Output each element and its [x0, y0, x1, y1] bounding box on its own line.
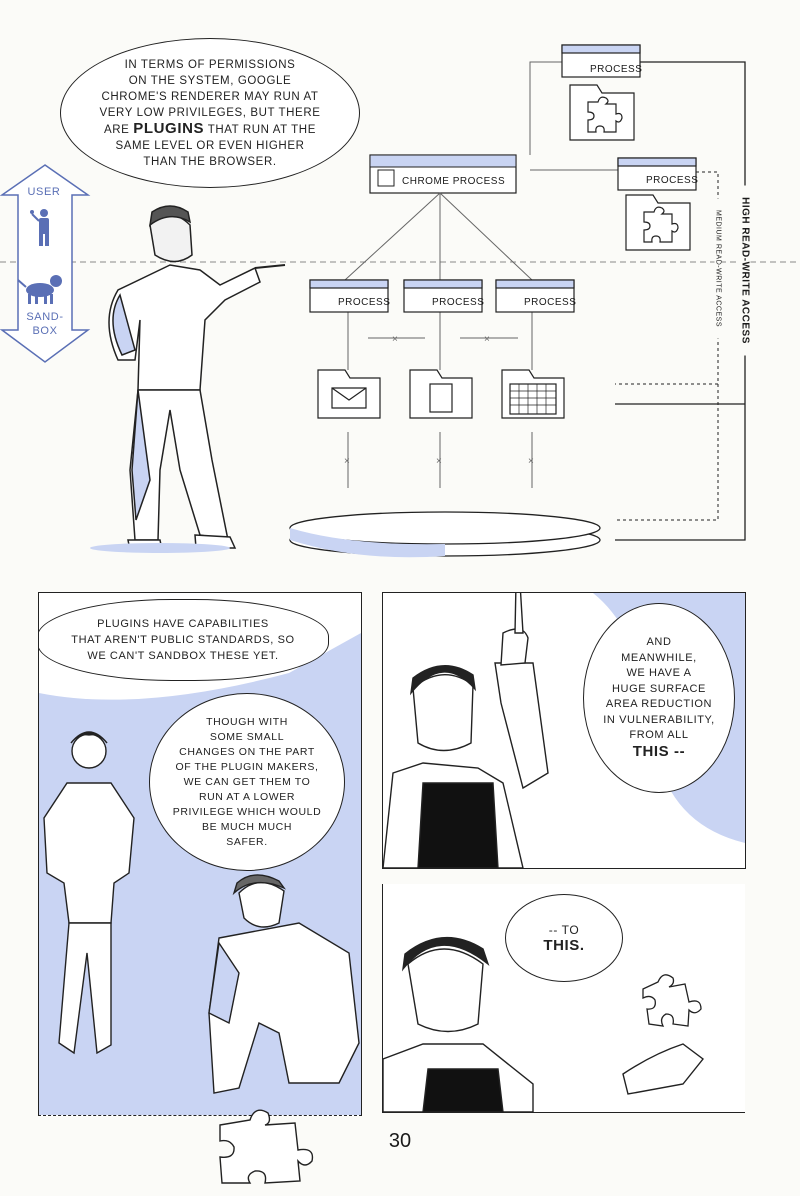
- medium-access-label: Medium read-write access: [714, 198, 722, 339]
- process-label-2: Process: [432, 297, 485, 308]
- dog-icon: [17, 275, 62, 304]
- sandbox-label: Sand-box: [26, 311, 64, 337]
- connection-lines: [344, 61, 620, 370]
- chrome-process-window: [369, 154, 517, 194]
- calendar-grid: [510, 384, 556, 414]
- man-kneeling-figure: [208, 874, 360, 1094]
- speech-bubble-permissions: In terms of permissions on the system, G…: [60, 38, 360, 188]
- process-label-1: Process: [338, 297, 391, 308]
- panel-plugins: Plugins have capabilities that aren't pu…: [38, 592, 362, 1116]
- puzzle-icons: [587, 96, 679, 243]
- man-standing-figure: [43, 731, 135, 1055]
- speech-bubble-changes: Though with some small changes on the pa…: [149, 693, 345, 871]
- x-marks: × × × × ×: [344, 334, 534, 467]
- floating-puzzle-icon: [642, 974, 702, 1027]
- panel-to-this: -- to this.: [382, 884, 745, 1113]
- svg-text:×: ×: [436, 456, 442, 467]
- process-label-5: Process: [646, 175, 699, 186]
- speech-bubble-meanwhile: And meanwhile, we have a huge surface ar…: [583, 603, 735, 793]
- privilege-arrow: [0, 164, 91, 363]
- man-raising-finger-figure: [383, 593, 549, 868]
- user-icon: [30, 209, 49, 246]
- user-label: User: [27, 186, 61, 198]
- puzzle-piece-floor: [219, 1109, 314, 1184]
- man-pointing-figure: [90, 205, 286, 553]
- blocked-arrows: [347, 337, 533, 488]
- top-diagram: × × × × ×: [0, 44, 800, 558]
- process-windows: [309, 44, 697, 313]
- svg-text:×: ×: [484, 334, 490, 345]
- process-label-3: Process: [524, 297, 577, 308]
- high-access-label: High read-write access: [739, 185, 751, 356]
- svg-text:×: ×: [344, 456, 350, 467]
- disk-icon: [289, 511, 601, 558]
- chrome-process-label: Chrome Process: [402, 176, 506, 187]
- svg-text:×: ×: [392, 334, 398, 345]
- man-holding-puzzle-figure: [383, 937, 704, 1112]
- svg-text:×: ×: [528, 456, 534, 467]
- folders: [317, 84, 691, 419]
- page-number: 30: [388, 1130, 412, 1152]
- panel-surface-reduction: And meanwhile, we have a huge surface ar…: [382, 592, 746, 869]
- speech-bubble-capabilities: Plugins have capabilities that aren't pu…: [39, 599, 329, 681]
- speech-bubble-to-this: -- to this.: [505, 894, 623, 982]
- process-label-4: Process: [590, 64, 643, 75]
- medium-access-line: [615, 171, 719, 521]
